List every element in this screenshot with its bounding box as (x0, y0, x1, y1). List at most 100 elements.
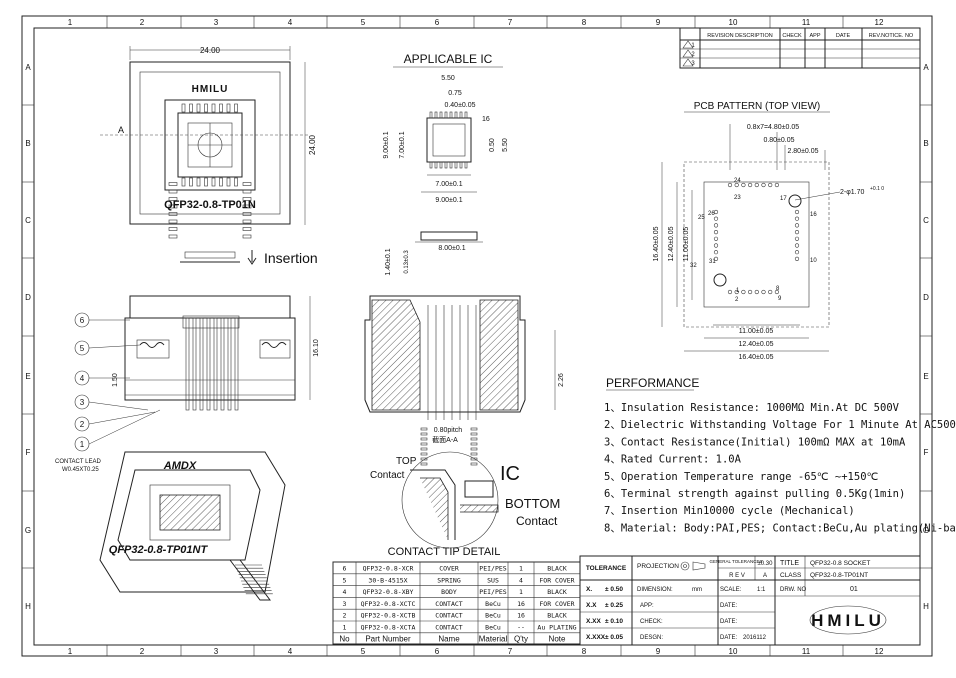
tolerance-label: TOLERANCE (586, 565, 627, 572)
pcb-hole (794, 216, 800, 221)
pcb-hole (727, 289, 733, 295)
ic-side-profile (420, 231, 478, 241)
applicable-ic-drawing: APPLICABLE IC 5.50 0.75 0.40±0.05 9.00±0… (383, 52, 509, 466)
title-block: TOLERANCE PROJECTION GENERAL TOLERANCES … (579, 555, 921, 646)
contact-pin (196, 177, 201, 187)
performance-item: 4、Rated Current: 1.0A (604, 454, 742, 466)
contact-lead (234, 317, 239, 411)
callout-number: 5 (80, 344, 85, 353)
grid-col-label: 12 (875, 647, 884, 656)
grid-row-label: G (25, 526, 31, 535)
pcb-hole (713, 243, 719, 248)
ic-pin (449, 111, 453, 119)
grid-col-label: 5 (361, 647, 366, 656)
pcb-hole (747, 182, 753, 188)
iso-logo: AMDX (163, 460, 197, 472)
bom-cell: 1 (343, 624, 347, 632)
bom-cell: Au PLATING (537, 624, 576, 632)
grid-col-label: 8 (582, 647, 587, 656)
contact-pin (242, 234, 252, 239)
bom-header: Q'ty (514, 634, 528, 643)
pcb-hole (768, 182, 773, 188)
contact-lead (213, 317, 218, 411)
pcb-dim: 11.00±0.05 (683, 227, 690, 262)
top-view-height-dim: 24.00 (308, 134, 317, 155)
projection-label: PROJECTION (637, 563, 679, 570)
ic-pin (470, 437, 478, 441)
bom-cell: COVER (439, 565, 459, 573)
contact-pin (168, 189, 178, 194)
grid-col-label: 9 (656, 647, 661, 656)
pcb-pin-label: 10 (810, 258, 817, 264)
bom-cell: CONTACT (435, 600, 462, 608)
grid-row-label: H (923, 602, 929, 611)
pcb-pattern: PCB PATTERN (TOP VIEW) 0.8x7=4.80±0.05 0… (653, 101, 884, 361)
ic-dim: 8.00±0.1 (438, 245, 465, 252)
bom-header: Note (549, 634, 566, 643)
contact-pin (242, 212, 252, 216)
pcb-hole (761, 182, 766, 188)
ic-pin (464, 161, 468, 169)
contact-lead (206, 317, 211, 411)
callout-number: 4 (80, 374, 85, 383)
pcb-hole (774, 182, 780, 188)
contact-pin (242, 204, 252, 209)
pcb-dim: 0.80±0.05 (763, 137, 794, 144)
rev-header: REVISION DESCRIPTION (707, 33, 772, 39)
pcb-pin-label: 23 (734, 195, 741, 201)
performance-list: 1、Insulation Resistance: 1000MΩ Min.At D… (604, 402, 956, 534)
side-contact-leads (185, 317, 239, 411)
section-dim-pitch: 0.80pitch (434, 427, 463, 434)
app-label: APP: (640, 603, 654, 609)
top-view-width-dim: 24.00 (200, 46, 221, 55)
pcb-dim: 16.40±0.05 (739, 354, 774, 361)
bom-cell: 3 (343, 600, 347, 608)
ic-dim: 5.50 (441, 75, 455, 82)
contact-pin (211, 177, 216, 187)
rev-value: A (763, 573, 767, 579)
socket-top-view: 24.00 24.00 A QFP32-0.8-TP01N HMILU (100, 46, 317, 239)
scale-label: SCALE: (720, 587, 742, 593)
ic-dim: 9.00±0.1 (435, 197, 462, 204)
ic-pin (420, 432, 428, 436)
pcb-hole (734, 289, 739, 295)
contact-pin (168, 219, 178, 224)
ic-pin (470, 432, 478, 436)
pcb-pin-label: 31 (709, 259, 716, 265)
rev-row: 1 (691, 43, 695, 49)
rev-row: 2 (691, 52, 695, 58)
grid-col-label: 11 (802, 647, 811, 656)
pcb-hole (713, 223, 719, 228)
performance-item: 5、Operation Temperature range -65℃ ~+150… (604, 471, 879, 483)
rev-row: 3 (691, 61, 695, 67)
section-label: 截面A-A (432, 435, 458, 444)
grid-row-label: E (923, 372, 928, 381)
pcb-hole (794, 230, 800, 235)
ic-pin (429, 161, 433, 169)
ic-pin (420, 437, 428, 441)
pcb-hole (774, 289, 780, 295)
grid-row-label: B (25, 139, 30, 148)
general-tol-label: GENERAL TOLERANCES (710, 559, 763, 564)
grid-col-label: 10 (729, 18, 738, 27)
contact-pin (226, 103, 231, 113)
grid-col-label: 5 (361, 18, 366, 27)
top-view-logo: HMILU (192, 84, 229, 95)
contact-pin (226, 177, 231, 187)
grid-col-label: 4 (288, 18, 293, 27)
contact-bottom-sub: Contact (516, 514, 558, 528)
contact-pin (168, 212, 178, 216)
pcb-hole (713, 236, 719, 241)
bom-cell: PEI/PES (479, 565, 506, 573)
pcb-hole (713, 256, 719, 262)
ic-pin (420, 447, 428, 451)
ic-dim: 7.00±0.1 (399, 131, 406, 158)
contact-pin (219, 103, 223, 113)
inner-frame (33, 27, 921, 646)
grid-col-label: 1 (68, 647, 73, 656)
contact-lead (185, 317, 190, 411)
tol-value: ± 0.10 (605, 618, 623, 625)
